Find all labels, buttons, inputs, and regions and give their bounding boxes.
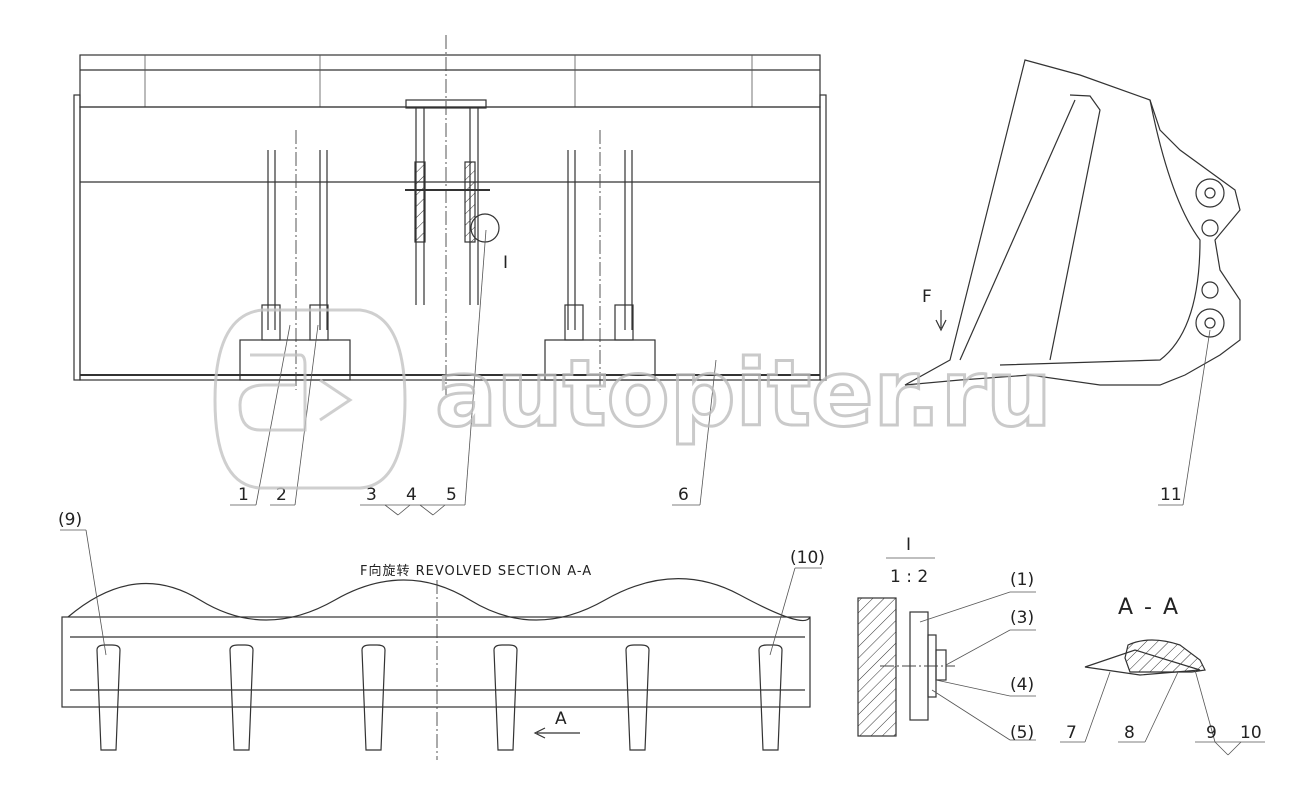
callout-9: 9 (1206, 723, 1217, 743)
callout-10-ref: (10) (790, 548, 825, 568)
callout-4-ref: (4) (1010, 675, 1034, 695)
detail-i-view (857, 557, 1036, 741)
view-arrow-f-label: F (922, 287, 932, 307)
section-aa-view (1060, 639, 1265, 756)
callout-11: 11 (1160, 485, 1182, 505)
callout-1: 1 (238, 485, 249, 505)
callout-3: 3 (366, 485, 377, 505)
callout-8: 8 (1124, 723, 1135, 743)
teeth-row (96, 644, 783, 751)
watermark-logo: autopiter.ru (213, 308, 1053, 490)
callout-5-ref: (5) (1010, 723, 1034, 743)
callout-4: 4 (406, 485, 417, 505)
callout-10: 10 (1240, 723, 1262, 743)
revolved-section-view (60, 529, 822, 760)
bucket-front-view (73, 35, 827, 395)
callout-3-ref: (3) (1010, 608, 1034, 628)
callout-1-ref: (1) (1010, 570, 1034, 590)
detail-id: I (906, 535, 911, 555)
detail-scale: 1 : 2 (890, 567, 928, 587)
revolved-section-title: F向旋转 REVOLVED SECTION A-A (360, 563, 592, 579)
callout-5: 5 (446, 485, 457, 505)
callout-7: 7 (1066, 723, 1077, 743)
watermark-text: autopiter.ru (435, 340, 1052, 447)
detail-marker-label: I (503, 253, 508, 273)
bucket-side-view (904, 59, 1241, 506)
callout-6: 6 (678, 485, 689, 505)
callout-9-ref: (9) (58, 510, 82, 530)
callout-2: 2 (276, 485, 287, 505)
section-aa-title: A - A (1118, 595, 1180, 620)
section-arrow-a-label: A (555, 709, 567, 729)
